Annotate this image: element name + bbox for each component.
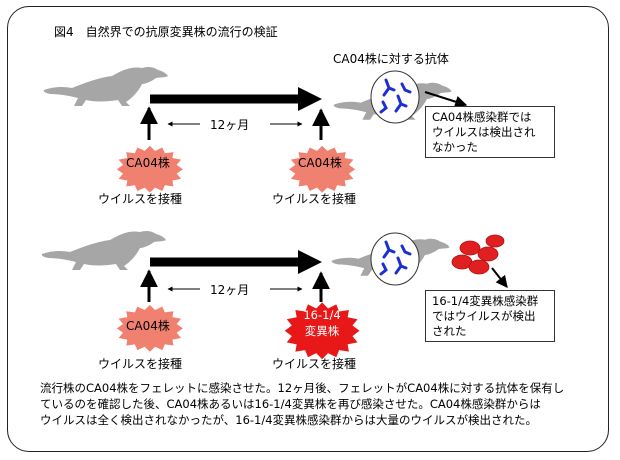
virus-label-row2-left: CA04株: [126, 319, 170, 333]
result-row1-line: ウイルスは検出され: [432, 125, 536, 139]
timeline-arrow-row2: [150, 250, 322, 274]
virus-ca04-row1-left: [116, 145, 183, 193]
ferret-row2-left: [41, 230, 166, 270]
result-box-row1: CA04株感染群では ウイルスは検出され なかった: [425, 106, 555, 158]
inoculate-label-row2-right: ウイルスを接種: [272, 357, 357, 371]
result-box-row2: 16-1/4変異株感染群 ではウイルスが検出 された: [425, 290, 555, 342]
result-row2-line: 16-1/4変異株感染群: [432, 294, 539, 308]
period-label-row2: 12ヶ月: [210, 283, 250, 297]
infected-cells-icon: [451, 234, 505, 275]
antibody-label: CA04株に対する抗体: [333, 52, 449, 66]
result-row1-line: CA04株感染群では: [432, 110, 532, 124]
caption-line: 流行株のCA04株をフェレットに感染させた。12ヶ月後、フェレットがCA04株に…: [40, 381, 565, 395]
virus-ca04-row1-right: [289, 145, 356, 193]
timeline-arrow-row1: [150, 87, 322, 111]
virus-label-row1-right: CA04株: [298, 156, 342, 170]
result-row2-line: ではウイルスが検出: [432, 309, 536, 323]
figure-title: 図4 自然界での抗原変異株の流行の検証: [54, 25, 278, 39]
period-label-row1: 12ヶ月: [210, 118, 250, 132]
virus-label-row2-right-line1: 16-1/4: [303, 308, 341, 322]
caption-line: ているのを確認した後、CA04株あるいは16-1/4変異株を再び感染させた。CA…: [40, 397, 541, 411]
virus-label-row2-right-line2: 変異株: [304, 324, 340, 338]
virus-variant-row2-right: [284, 302, 360, 360]
caption-line: ウイルスは全く検出されなかったが、16-1/4変異株感染群からは大量のウイルスが…: [40, 413, 538, 427]
virus-ca04-row2-left: [116, 304, 183, 352]
result-arrow-row2: [491, 267, 508, 288]
result-row2-line: された: [432, 324, 467, 338]
virus-label-row1-left: CA04株: [126, 156, 170, 170]
antibody-icon: [379, 78, 412, 114]
inoculate-label-row1-right: ウイルスを接種: [272, 192, 357, 206]
antibody-circle-row2: [370, 232, 420, 286]
caption: 流行株のCA04株をフェレットに感染させた。12ヶ月後、フェレットがCA04株に…: [40, 380, 585, 428]
inoculate-label-row2-left: ウイルスを接種: [98, 357, 183, 371]
figure-frame: [7, 6, 609, 452]
result-row1-line: なかった: [432, 140, 478, 154]
ferret-row1-left: [43, 66, 168, 106]
inoculate-label-row1-left: ウイルスを接種: [98, 192, 183, 206]
antibody-circle-row1: [370, 70, 420, 124]
result-arrow-row1: [424, 91, 468, 108]
